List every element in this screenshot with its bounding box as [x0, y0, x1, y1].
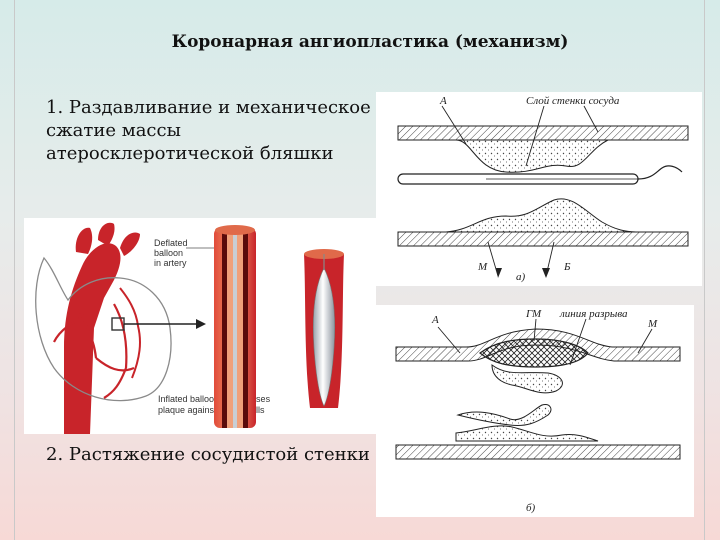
label-m: М: [647, 318, 658, 330]
lower-plaque: [446, 199, 638, 232]
label-b: Б: [563, 261, 571, 273]
panel-label-a: а): [516, 271, 526, 283]
vessel-diagram-a: А Слой стенки сосуда М а) Б: [376, 92, 702, 286]
upper-vessel-wall: [398, 126, 688, 140]
point-2-text: 2. Растяжение сосудистой стенки: [46, 443, 376, 466]
plaque-fragment: [492, 365, 562, 393]
frame-line-right: [704, 0, 705, 540]
heart-illustration: [36, 223, 171, 434]
dissection-flap: [458, 405, 551, 426]
heart-balloon-figure: Deflated balloon in artery Inflated ball…: [24, 218, 376, 434]
lower-vessel-wall: [398, 232, 688, 246]
label-rupture-line: линия разрыва: [559, 308, 628, 320]
panel-label-b: б): [526, 502, 536, 514]
vessel-diagram-b: А ГМ линия разрыва М б): [376, 305, 694, 517]
slide-title: Коронарная ангиопластика (механизм): [70, 32, 670, 52]
lower-plaque: [456, 426, 598, 441]
frame-line-left: [14, 0, 15, 540]
label-a: А: [431, 314, 439, 326]
label-m: М: [477, 261, 488, 273]
point-1-text: 1. Раздавливание и механическое сжатие м…: [46, 96, 376, 165]
lower-vessel-wall: [396, 445, 680, 459]
deflated-caption: Deflated balloon in artery: [154, 238, 190, 268]
inflated-balloon-artery: [304, 249, 344, 408]
label-gm: ГМ: [525, 308, 542, 320]
deflated-balloon-artery: [214, 225, 256, 428]
label-wall-layer: Слой стенки сосуда: [526, 95, 620, 107]
label-a: А: [439, 95, 447, 107]
